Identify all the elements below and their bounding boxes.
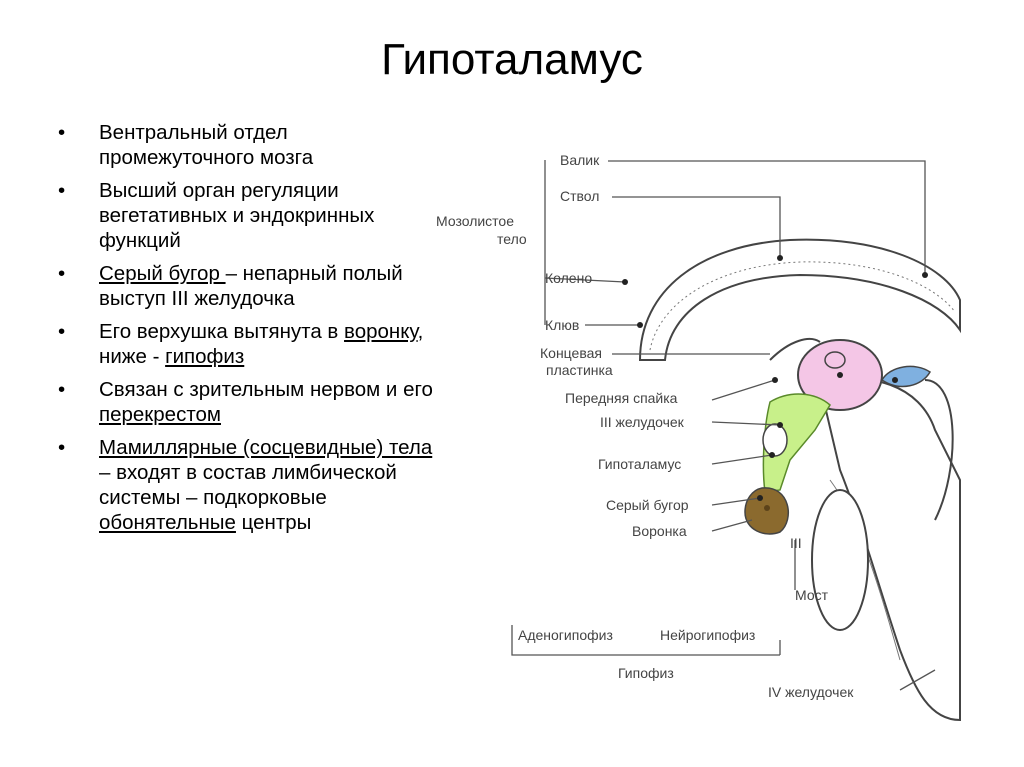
label-corpus-callosum-2: тело xyxy=(497,231,527,247)
label-pons: Мост xyxy=(795,587,829,603)
label-fourth-ventricle: IV желудочек xyxy=(768,684,854,700)
bullet-text: гипофиз xyxy=(165,345,245,368)
optic-chiasm xyxy=(762,423,788,457)
bullet-text: – непарный полый выступ III желудочка xyxy=(99,262,403,310)
label-stvol: Ствол xyxy=(560,188,599,204)
bullet-dot-icon: • xyxy=(58,121,66,144)
bullet-text: , ниже - xyxy=(99,320,424,368)
corpus-callosum xyxy=(638,238,961,361)
bullet-dot-icon: • xyxy=(58,320,66,343)
label-infundibulum: Воронка xyxy=(632,523,687,539)
bullet-item: • Связан с зрительным нервом и его перекр… xyxy=(58,377,438,427)
label-anterior-commissure: Передняя спайка xyxy=(565,390,678,406)
label-adenohypophysis: Аденогипофиз xyxy=(518,627,613,643)
label-tuber-cinereum: Серый бугор xyxy=(606,497,689,513)
label-koleno: Колено xyxy=(545,270,592,286)
bullet-list: •Вентральный отдел промежуточного мозга•… xyxy=(58,120,438,543)
bullet-text: Связан с зрительным нервом и его xyxy=(99,378,433,401)
label-neurohypophysis: Нейрогипофиз xyxy=(660,627,755,643)
bullet-text: центры xyxy=(235,511,312,534)
bullet-item: • Его верхушка вытянута в воронку, ниже -… xyxy=(58,319,438,369)
brain-diagram: Валик Ствол Мозолистое тело Колено Клюв … xyxy=(430,140,1024,767)
bullet-text: обонятельные xyxy=(99,511,236,534)
bullet-text: Серый бугор xyxy=(99,262,226,285)
fornix xyxy=(769,338,821,361)
label-lamina-terminalis-2: пластинка xyxy=(546,362,613,378)
bullet-item: • Мамиллярные (сосцевидные) тела – входя… xyxy=(58,435,438,535)
pituitary-texture xyxy=(764,505,770,511)
label-iii: III xyxy=(790,535,802,551)
bullet-item: • Серый бугор – непарный полый выступ III… xyxy=(58,261,438,311)
label-hypophysis: Гипофиз xyxy=(618,665,674,681)
bullet-dot-icon: • xyxy=(58,179,66,202)
callosum-striation xyxy=(649,261,956,351)
bullet-dot-icon: • xyxy=(58,262,66,285)
pointer-dots xyxy=(622,255,928,501)
label-corpus-callosum-1: Мозолистое xyxy=(436,213,514,229)
bullet-dot-icon: • xyxy=(58,378,66,401)
slide-title: Гипоталамус xyxy=(381,35,643,84)
posterior-commissure xyxy=(881,365,931,388)
bullet-item: • Высший орган регуляции вегетативных и … xyxy=(58,178,438,253)
label-klyuv: Клюв xyxy=(545,317,579,333)
pons xyxy=(811,489,869,631)
bullet-dot-icon: • xyxy=(58,436,66,459)
bullet-item: • Вентральный отдел промежуточного мозга xyxy=(58,120,438,170)
bullet-text: Высший орган регуляции вегетативных и эн… xyxy=(99,179,375,252)
leader-lines xyxy=(511,160,936,691)
bullet-text: Вентральный отдел промежуточного мозга xyxy=(99,121,314,169)
label-hypothalamus: Гипоталамус xyxy=(598,456,681,472)
bullet-text: Мамиллярные (сосцевидные) тела xyxy=(99,436,433,459)
bullet-text: перекрестом xyxy=(99,403,221,426)
brain-sagittal-illustration: Валик Ствол Мозолистое тело Колено Клюв … xyxy=(436,152,961,722)
label-lamina-terminalis-1: Концевая xyxy=(540,345,602,361)
cerebellum-edge xyxy=(924,379,954,521)
label-third-ventricle: III желудочек xyxy=(600,414,685,430)
bullet-text: – входят в состав лимбической системы – … xyxy=(99,461,397,509)
bullet-text: воронку xyxy=(344,320,418,343)
interthalamic-adhesion xyxy=(824,351,846,369)
bullet-text: Его верхушка вытянута в xyxy=(99,320,345,343)
label-valik: Валик xyxy=(560,152,600,168)
